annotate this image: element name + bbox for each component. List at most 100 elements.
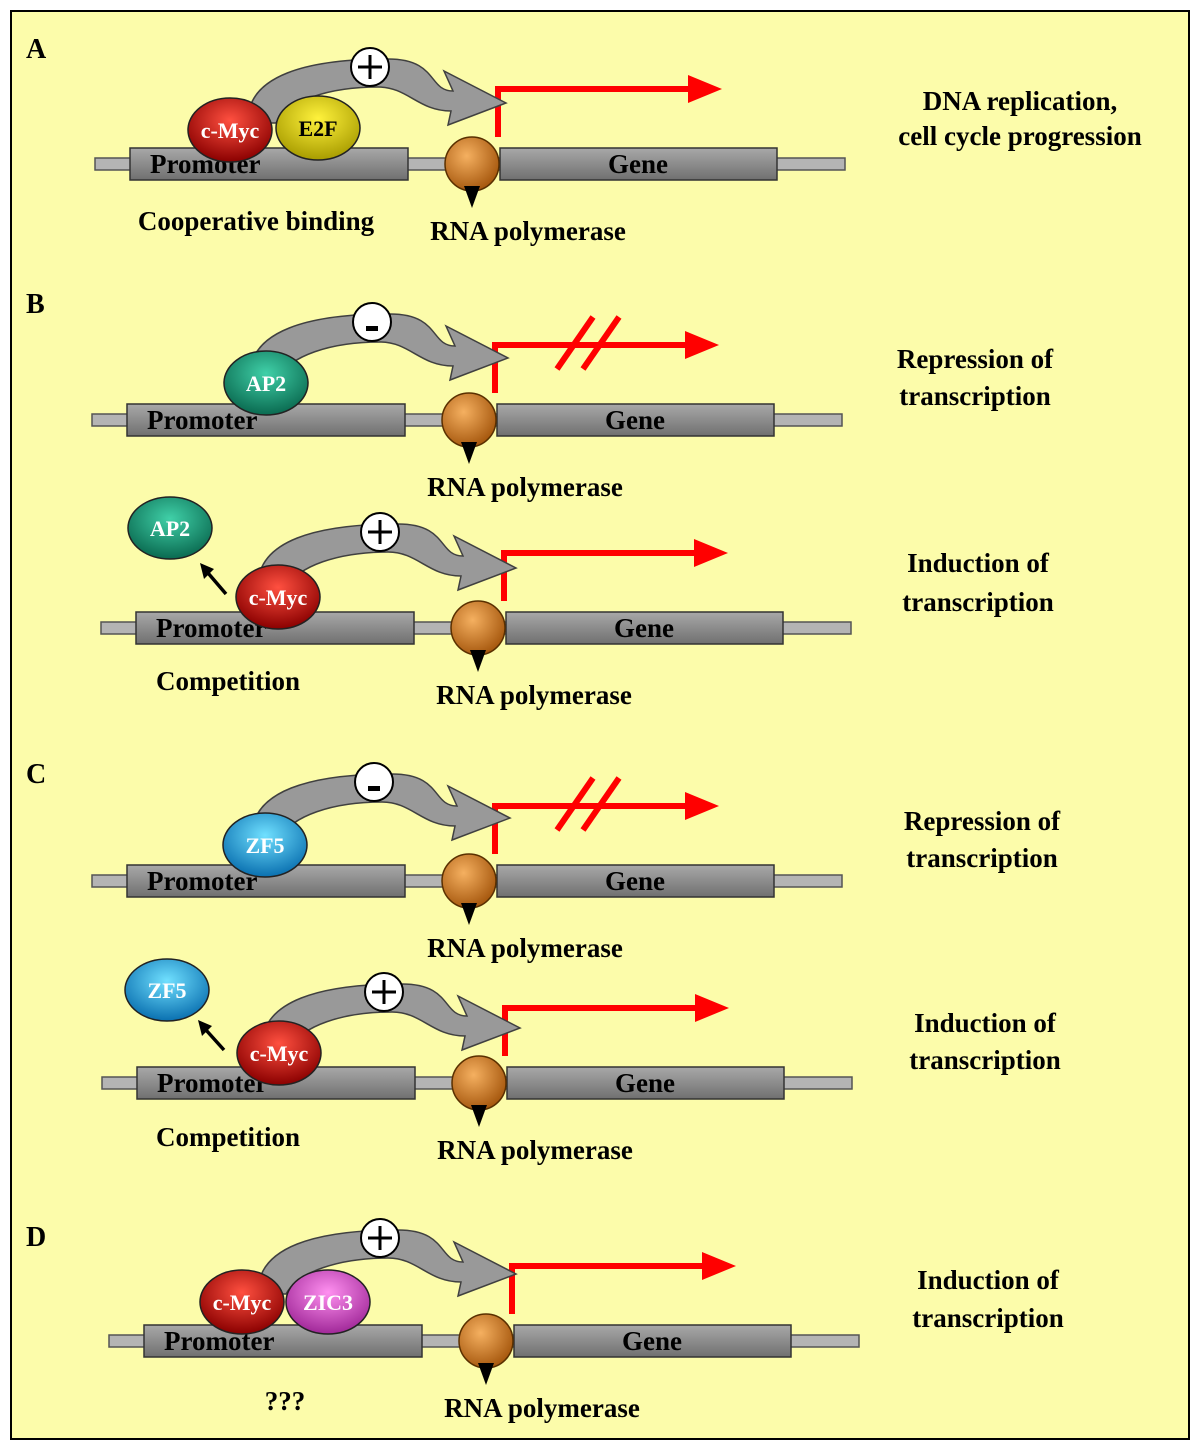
displacement-arrowhead [200,563,214,579]
note-competition-c: Competition [156,1122,300,1152]
gene-label: Gene [615,1068,675,1098]
background-panel [10,10,1190,1440]
regulation-arrow [249,313,510,382]
outcome-b1-line2: transcription [899,381,1051,411]
transcription-arrowhead [685,792,719,820]
transcription-arrowhead [702,1252,736,1280]
displaced-protein-zf5 [124,958,210,1022]
regulation-arrow [251,773,512,842]
protein-label: c-Myc [249,585,308,610]
protein-label: ZF5 [245,833,284,858]
gene-box [496,403,775,437]
displacement-arrow [204,1028,226,1052]
transcription-arrow [502,1005,700,1056]
displaced-protein-label: AP2 [150,516,190,541]
outcome-d-line2: transcription [912,1303,1064,1333]
transcription-arrowhead [695,994,729,1022]
gene-label: Gene [605,405,665,435]
outcome-b1-line1: Repression of [897,344,1054,374]
outcome-b2-line2: transcription [902,587,1054,617]
transcription-arrow [495,86,693,137]
transcription-arrow [509,1263,707,1314]
displacement-arrowhead [198,1020,212,1036]
transcription-arrow [492,342,690,393]
gene-box [496,864,775,898]
outcome-c2-line1: Induction of [914,1008,1057,1038]
gene-label: Gene [614,613,674,643]
polymerase-pointer [461,903,477,925]
protein-label: AP2 [246,371,286,396]
protein-ap2 [223,350,309,416]
block-mark [580,315,622,371]
protein-c-myc [187,97,273,163]
panel-letter-c: C [26,759,46,790]
protein-e2f [275,95,361,161]
protein-zic3 [285,1269,371,1335]
polymerase-pointer [478,1363,494,1385]
transcription-arrowhead [694,539,728,567]
note-unknown-d: ??? [265,1386,306,1416]
block-mark [580,776,622,832]
outcome-c1-line1: Repression of [904,806,1061,836]
protein-label: E2F [298,116,337,141]
outcome-c1-line2: transcription [906,843,1058,873]
minus-icon [354,762,394,802]
gene-label: Gene [608,149,668,179]
displacement-arrow [206,571,228,596]
gene-box [505,611,784,645]
note-cooperative-binding: Cooperative binding [138,206,375,236]
protein-c-myc [199,1269,285,1335]
rna-polymerase [450,600,506,656]
gene-label: Gene [622,1326,682,1356]
regulation-arrow [257,523,518,592]
outcome-a-line2: cell cycle progression [898,121,1141,151]
rna-polymerase-label: RNA polymerase [436,680,632,710]
polymerase-pointer [470,650,486,672]
rna-polymerase [444,136,500,192]
protein-label: c-Myc [201,118,260,143]
protein-c-myc [236,1020,322,1086]
block-mark [554,315,596,371]
polymerase-pointer [471,1105,487,1127]
rna-polymerase-label: RNA polymerase [427,472,623,502]
transcription-arrow [492,803,690,854]
outcome-b2-line1: Induction of [907,548,1050,578]
rna-polymerase [441,392,497,448]
note-competition-b: Competition [156,666,300,696]
regulation-arrow [247,58,508,127]
gene-box [506,1066,785,1100]
gene-box [499,147,778,181]
promoter-box [143,1324,423,1358]
minus-icon-stroke [368,786,380,791]
displaced-protein-ap2 [127,496,213,560]
rna-polymerase-label: RNA polymerase [444,1393,640,1423]
rna-polymerase-label: RNA polymerase [427,933,623,963]
transcription-arrowhead [688,75,722,103]
rna-polymerase-label: RNA polymerase [437,1135,633,1165]
block-mark [554,776,596,832]
minus-icon [352,302,392,342]
rna-polymerase [458,1313,514,1369]
outcome-d-line1: Induction of [917,1265,1060,1295]
gene-box [513,1324,792,1358]
outcome-a-line1: DNA replication, [923,86,1118,116]
panel-letter-b: B [26,289,45,320]
rna-polymerase [451,1055,507,1111]
panel-letter-d: D [26,1222,46,1253]
displaced-protein-label: ZF5 [147,978,186,1003]
protein-label: c-Myc [213,1290,272,1315]
rna-polymerase [441,853,497,909]
panel-letter-a: A [26,34,47,65]
transcription-arrow [501,550,699,601]
polymerase-pointer [461,442,477,464]
promoter-box [129,147,409,181]
